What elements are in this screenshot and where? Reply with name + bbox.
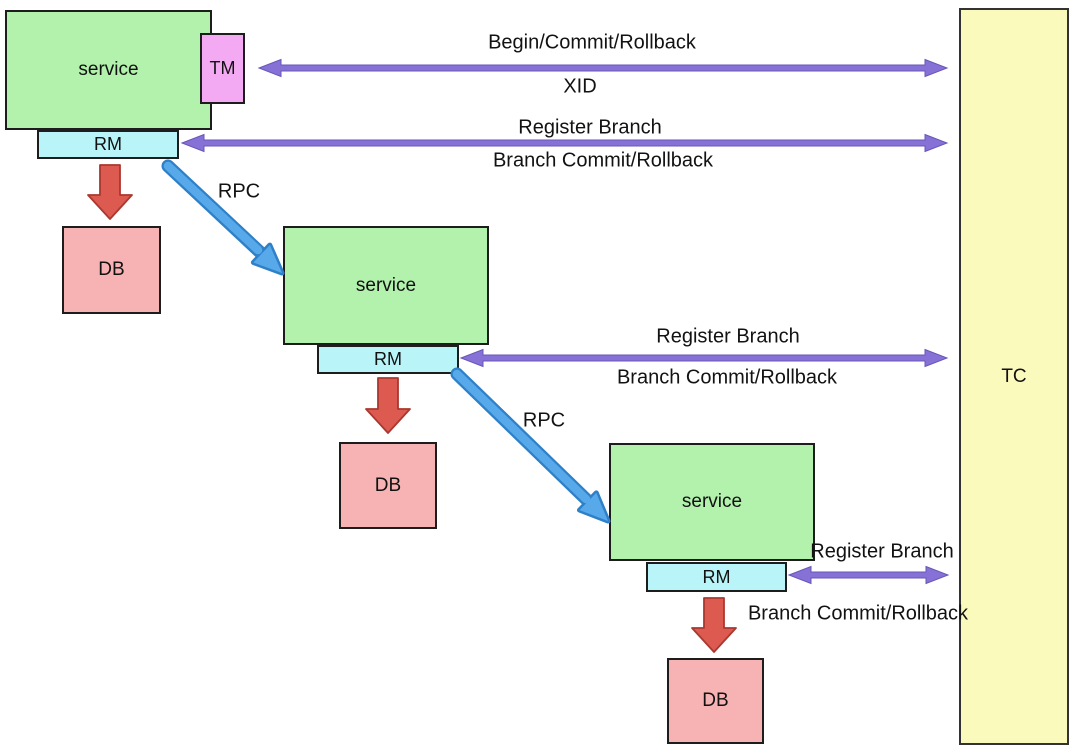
tm-tc-top-label: Begin/Commit/Rollback bbox=[488, 31, 696, 54]
tm-tc-bottom-label: XID bbox=[563, 75, 597, 98]
rm2-tc-bottom-label: Branch Commit/Rollback bbox=[616, 366, 838, 389]
tm-tc-arrow bbox=[257, 58, 949, 78]
rm3-tc-arrow bbox=[787, 565, 950, 585]
rm-box-2: RM bbox=[317, 345, 459, 374]
rm2-db-arrow bbox=[365, 377, 411, 434]
db-box-1: DB bbox=[62, 226, 161, 314]
tc-label: TC bbox=[1001, 365, 1027, 387]
service-box-3: service bbox=[609, 443, 815, 561]
service-box-2: service bbox=[283, 226, 489, 345]
rm2-tc-arrow bbox=[459, 348, 949, 368]
service-1-label: service bbox=[78, 59, 139, 80]
service-box-1: service bbox=[5, 10, 212, 130]
rm1-db-arrow bbox=[87, 164, 133, 220]
tc-box: TC bbox=[959, 8, 1069, 745]
rpc-label-1: RPC bbox=[217, 180, 261, 203]
tm-label: TM bbox=[209, 58, 236, 78]
db-box-2: DB bbox=[339, 442, 437, 529]
rm2-tc-top-label: Register Branch bbox=[656, 325, 800, 348]
rm-box-1: RM bbox=[37, 130, 179, 159]
rm-3-label: RM bbox=[702, 566, 731, 587]
rm3-db-arrow bbox=[691, 597, 737, 653]
rm-1-label: RM bbox=[94, 134, 122, 154]
rm1-tc-top-label: Register Branch bbox=[518, 116, 662, 139]
tm-box: TM bbox=[200, 33, 245, 104]
rpc-arrow-2 bbox=[450, 367, 611, 524]
service-2-label: service bbox=[355, 274, 417, 296]
db-2-label: DB bbox=[374, 474, 402, 496]
rm-2-label: RM bbox=[374, 349, 402, 369]
service-3-label: service bbox=[681, 491, 743, 512]
db-3-label: DB bbox=[702, 690, 729, 711]
rm3-tc-top-label: Register Branch bbox=[810, 540, 954, 563]
rm-box-3: RM bbox=[646, 562, 787, 592]
db-box-3: DB bbox=[667, 658, 764, 744]
rm3-tc-bottom-label: Branch Commit/Rollback bbox=[747, 602, 969, 625]
rm1-tc-bottom-label: Branch Commit/Rollback bbox=[492, 149, 714, 172]
rpc-label-2: RPC bbox=[522, 409, 566, 432]
db-1-label: DB bbox=[98, 259, 125, 280]
